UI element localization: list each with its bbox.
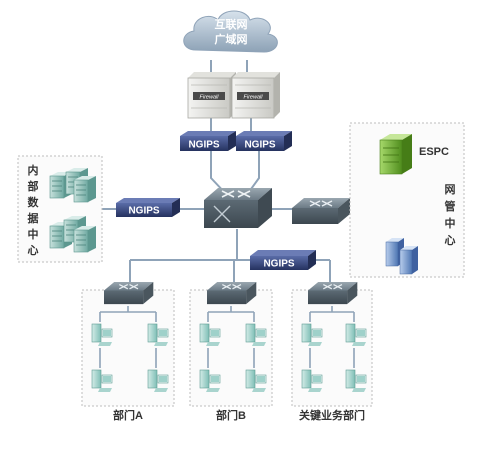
firewall-2: Firewall (231, 72, 280, 119)
mgmt-label-char-3: 中 (445, 216, 456, 230)
dept-a-label: 部门A (113, 408, 143, 422)
mgmt-label-char-1: 网 (445, 183, 456, 196)
espc-server (379, 134, 412, 175)
datacenter-label-char-6: 心 (28, 244, 39, 257)
firewall-2-faceplate (237, 92, 269, 100)
ngips-left: NGIPS (116, 198, 180, 217)
ngips-bottom: NGIPS (250, 250, 316, 270)
datacenter-label-char-3: 数 (28, 195, 40, 209)
dept-a: 部门A (81, 281, 175, 422)
datacenter-server-3 (73, 175, 97, 203)
mgmt-switch (291, 197, 351, 225)
datacenter-label-char-5: 中 (28, 227, 39, 241)
ngips-top-left-label: NGIPS (188, 140, 219, 151)
management-center: ESPC 网 管 中 心 (349, 122, 465, 278)
mgmt-servers (385, 238, 418, 275)
ngips-top-left: NGIPS (180, 131, 236, 151)
datacenter-server-6 (73, 225, 97, 253)
mgmt-label-char-2: 管 (445, 199, 456, 213)
internal-datacenter: 内 部 数 据 中 心 (17, 155, 103, 263)
datacenter-label-char-4: 据 (28, 211, 39, 225)
core-switch (204, 188, 272, 228)
mgmt-label-char-4: 心 (445, 234, 456, 247)
firewall-1-label: Firewall (200, 95, 220, 101)
ngips-left-label: NGIPS (128, 206, 159, 217)
ngips-bottom-label: NGIPS (263, 259, 294, 270)
dept-critical-label: 关键业务部门 (299, 408, 365, 422)
firewall-2-label: Firewall (244, 95, 264, 101)
cloud-label-line2: 广域网 (215, 32, 248, 46)
dept-a-switch (103, 281, 154, 305)
dept-critical: 关键业务部门 (291, 281, 373, 422)
firewall-1: Firewall (187, 72, 236, 119)
dept-critical-links (309, 306, 355, 368)
espc-label: ESPC (419, 146, 449, 158)
datacenter-label-char-2: 部 (28, 179, 39, 193)
dept-b: 部门B (189, 281, 273, 422)
ngips-top-right-label: NGIPS (244, 140, 275, 151)
firewall-1-faceplate (193, 92, 225, 100)
dept-b-links (207, 306, 255, 368)
dept-b-label: 部门B (216, 408, 246, 422)
dept-critical-switch (307, 281, 358, 305)
datacenter-label-char-1: 内 (28, 163, 39, 177)
internet-wan-cloud: 互联网 广域网 (183, 10, 278, 53)
cloud-shape (183, 10, 278, 53)
dept-a-links (99, 306, 157, 368)
ngips-top-right: NGIPS (236, 131, 292, 151)
cloud-label-line1: 互联网 (215, 17, 248, 31)
dept-b-switch (206, 281, 257, 305)
